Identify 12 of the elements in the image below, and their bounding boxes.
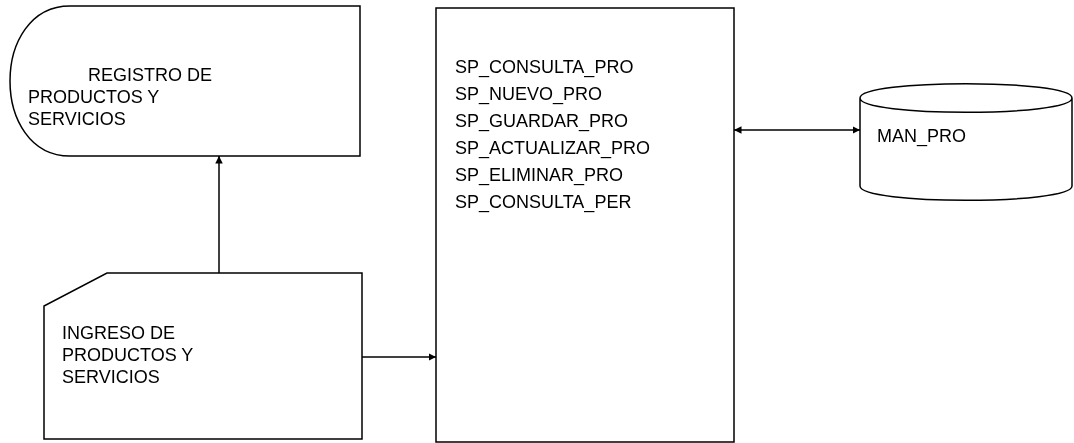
- node-label: REGISTRO DE PRODUCTOS Y SERVICIOS: [28, 64, 213, 130]
- arrow: [215, 155, 223, 274]
- arrow: [361, 353, 437, 361]
- node-label: INGRESO DE PRODUCTOS Y SERVICIOS: [62, 322, 195, 388]
- procedure-name: SP_CONSULTA_PER: [455, 191, 633, 213]
- procedure-name: SP_ACTUALIZAR_PRO: [455, 137, 652, 159]
- procedure-name: SP_GUARDAR_PRO: [455, 110, 630, 132]
- arrow: [733, 126, 861, 134]
- procedure-name: SP_ELIMINAR_PRO: [455, 164, 625, 186]
- procedure-name: SP_CONSULTA_PRO: [455, 56, 635, 78]
- node-label: MAN_PRO: [877, 125, 967, 147]
- procedure-name: SP_NUEVO_PRO: [455, 83, 604, 105]
